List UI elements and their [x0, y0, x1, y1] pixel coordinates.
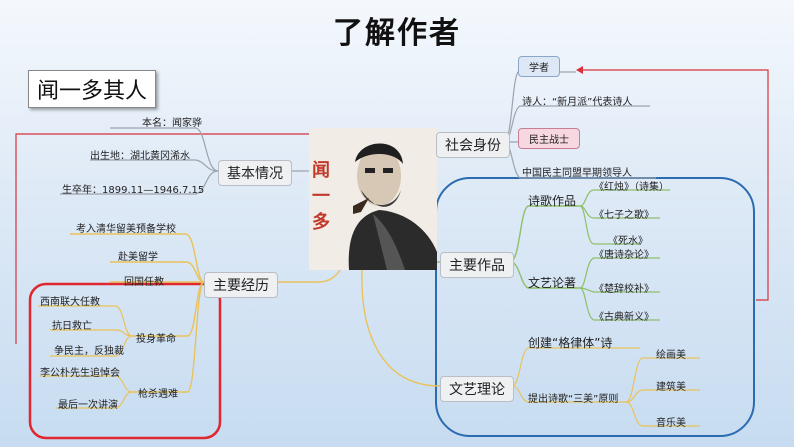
theory-three-beauties: 提出诗歌“三美”原则 — [528, 394, 619, 405]
rev-anti-japan: 抗日救亡 — [52, 321, 92, 332]
poem-dead-water: 《死水》 — [608, 236, 648, 247]
poem-seven-sons: 《七子之歌》 — [594, 210, 654, 221]
info-original-name: 本名：闻家骅 — [142, 118, 202, 129]
death-memorial: 李公朴先生追悼会 — [40, 368, 120, 379]
experience-highlight-frame — [28, 282, 222, 440]
node-basic-info: 基本情况 — [218, 160, 292, 186]
node-social-identity: 社会身份 — [436, 132, 510, 158]
identity-scholar: 学者 — [518, 56, 560, 77]
page-title: 了解作者 — [333, 16, 461, 51]
identity-democracy-fighter: 民主战士 — [518, 128, 580, 149]
beauty-architecture: 建筑美 — [656, 382, 686, 393]
red-arrow-right — [580, 69, 769, 301]
exp-assassinated: 枪杀遇难 — [138, 389, 178, 400]
red-arrow-left — [15, 133, 430, 344]
identity-league-leader: 中国民主同盟早期领导人 — [522, 168, 632, 179]
rev-southwest-univ: 西南联大任教 — [40, 297, 100, 308]
theory-metrical-poetry: 创建“格律体”诗 — [528, 336, 613, 350]
portrait-caption: 闻一多 — [312, 160, 330, 233]
exp-revolution: 投身革命 — [136, 334, 176, 345]
essay-classics: 《古典新义》 — [594, 312, 654, 323]
essay-tang-poetry: 《唐诗杂论》 — [594, 250, 654, 261]
info-lifespan: 生卒年：1899.11—1946.7.15 — [62, 185, 205, 196]
exp-study-abroad: 赴美留学 — [118, 252, 158, 263]
rev-democracy: 争民主，反独裁 — [54, 346, 124, 357]
exp-return-teach: 回国任教 — [124, 277, 164, 288]
poem-red-candle: 《红烛》（诗集） — [594, 182, 669, 193]
node-main-works: 主要作品 — [440, 252, 514, 278]
essay-chuci: 《楚辞校补》 — [594, 284, 654, 295]
works-essays: 文艺论著 — [528, 276, 577, 290]
node-literary-theory: 文艺理论 — [440, 376, 514, 402]
works-poetry: 诗歌作品 — [528, 194, 577, 208]
beauty-music: 音乐美 — [656, 418, 686, 429]
beauty-painting: 绘画美 — [656, 350, 686, 361]
portrait-image — [309, 128, 437, 270]
identity-poet: 诗人：“新月派”代表诗人 — [522, 97, 633, 108]
info-birthplace: 出生地：湖北黄冈浠水 — [90, 151, 190, 162]
death-last-speech: 最后一次讲演 — [58, 400, 118, 411]
subject-title-box: 闻一多其人 — [28, 70, 157, 108]
node-experience: 主要经历 — [204, 272, 278, 298]
exp-tsinghua: 考入清华留美预备学校 — [76, 224, 176, 235]
